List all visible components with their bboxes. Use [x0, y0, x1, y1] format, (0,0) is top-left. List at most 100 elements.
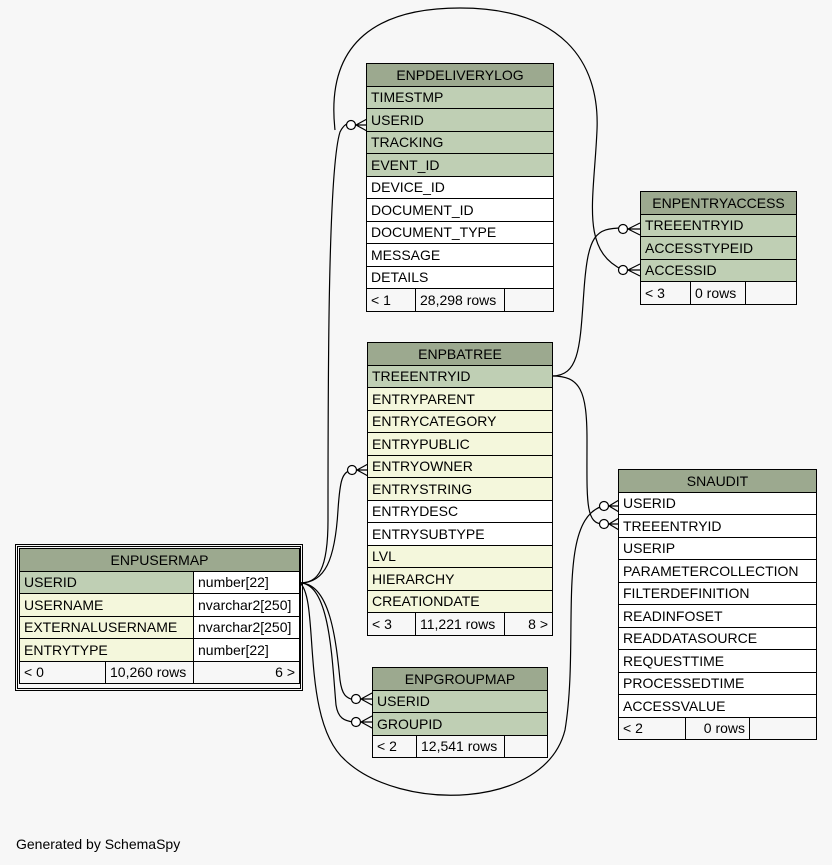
edge-usermap-groupmap-userid — [299, 582, 355, 701]
column-row[interactable]: ACCESSVALUE — [617, 694, 818, 718]
row-count: 0 rows — [685, 716, 750, 740]
edge-end-circle — [617, 264, 629, 276]
table-enpusermap[interactable]: ENPUSERMAP USERID number[22] USERNAME nv… — [18, 548, 301, 684]
column-name[interactable]: USERID — [19, 570, 194, 594]
child-count — [748, 716, 818, 740]
edge-usermap-batree-owner — [299, 469, 353, 584]
column-type: nvarchar2[250] — [192, 593, 301, 617]
column-row[interactable]: DOCUMENT_TYPE — [365, 220, 555, 244]
column-row[interactable]: PARAMETERCOLLECTION — [617, 559, 818, 583]
column-row[interactable]: MESSAGE — [365, 243, 555, 267]
crowfoot-mark — [356, 463, 369, 477]
parent-count: < 0 — [19, 660, 106, 684]
column-row[interactable]: USERID — [617, 491, 818, 515]
column-type: nvarchar2[250] — [192, 615, 301, 639]
column-row[interactable]: ENTRYPUBLIC — [366, 432, 554, 456]
table-snaudit[interactable]: SNAUDIT USERID TREEENTRYID USERIP PARAME… — [617, 469, 818, 740]
parent-count: < 3 — [640, 281, 691, 305]
edge-end-circle — [346, 464, 358, 476]
child-count — [504, 734, 548, 758]
column-row[interactable]: USERIP — [617, 536, 818, 560]
column-row[interactable]: ENTRYSUBTYPE — [366, 522, 554, 546]
column-row[interactable]: EVENT_ID — [365, 153, 555, 177]
table-enpgroupmap[interactable]: ENPGROUPMAP USERID GROUPID < 2 12,541 ro… — [372, 667, 548, 758]
edge-end-circle — [350, 693, 362, 705]
table-enpbatree[interactable]: ENPBATREE TREEENTRYID ENTRYPARENT ENTRYC… — [366, 342, 554, 636]
column-row[interactable]: USERID — [372, 689, 548, 713]
column-row[interactable]: ACCESSTYPEID — [639, 236, 798, 260]
crowfoot-mark — [360, 715, 373, 729]
edge-end-circle — [617, 223, 629, 235]
column-row[interactable]: TREEENTRYID — [639, 213, 798, 237]
generator-credit: Generated by SchemaSpy — [16, 836, 181, 852]
crowfoot-mark — [608, 517, 620, 531]
column-row[interactable]: ENTRYOWNER — [366, 454, 554, 478]
edge-end-circle — [598, 518, 610, 530]
column-name[interactable]: USERNAME — [19, 593, 194, 617]
edge-usermap-deliverylog — [299, 123, 351, 584]
child-count — [503, 288, 555, 312]
crowfoot-mark — [355, 118, 368, 132]
column-name[interactable]: EXTERNALUSERNAME — [19, 615, 194, 639]
crowfoot-mark — [627, 222, 641, 236]
table-title[interactable]: ENPGROUPMAP — [372, 667, 548, 691]
edge-end-circle — [350, 716, 362, 728]
column-row[interactable]: ENTRYSTRING — [366, 477, 554, 501]
row-count: 12,541 rows — [416, 734, 505, 758]
column-row[interactable]: TREEENTRYID — [617, 514, 818, 538]
table-title[interactable]: SNAUDIT — [617, 469, 818, 493]
crowfoot-mark — [608, 499, 620, 513]
column-row[interactable]: ENTRYCATEGORY — [366, 409, 554, 433]
edge-batree-entryaccess — [551, 227, 624, 377]
parent-count: < 1 — [366, 288, 416, 312]
row-count: 11,221 rows — [415, 612, 505, 636]
crowfoot-mark — [360, 692, 373, 706]
edge-end-circle — [598, 500, 610, 512]
column-row[interactable]: TRACKING — [365, 130, 555, 154]
column-row[interactable]: ENTRYDESC — [366, 499, 554, 523]
column-row[interactable]: DOCUMENT_ID — [365, 198, 555, 222]
edge-top-loop-entryaccess — [333, 7, 624, 271]
column-row[interactable]: READINFOSET — [617, 604, 818, 628]
column-row[interactable]: LVL — [366, 544, 554, 568]
edge-usermap-snaudit — [299, 505, 604, 796]
column-row[interactable]: READDATASOURCE — [617, 626, 818, 650]
table-title[interactable]: ENPDELIVERYLOG — [365, 63, 555, 87]
column-type: number[22] — [192, 570, 301, 594]
column-row[interactable]: ACCESSID — [639, 258, 798, 282]
column-row[interactable]: REQUESTTIME — [617, 649, 818, 673]
row-count: 10,260 rows — [105, 660, 194, 684]
column-row[interactable]: HIERARCHY — [366, 567, 554, 591]
column-type: number[22] — [192, 638, 301, 662]
column-row[interactable]: ENTRYPARENT — [366, 387, 554, 411]
focused-table-frame — [15, 544, 303, 691]
column-row[interactable]: GROUPID — [372, 712, 548, 736]
parent-count: < 2 — [618, 716, 686, 740]
column-row[interactable]: TIMESTMP — [365, 85, 555, 109]
column-row[interactable]: PROCESSEDTIME — [617, 671, 818, 695]
edge-batree-snaudit — [551, 375, 604, 525]
column-row[interactable]: USERID — [365, 108, 555, 132]
column-row[interactable]: DEVICE_ID — [365, 175, 555, 199]
row-count: 28,298 rows — [415, 288, 505, 312]
column-row[interactable]: FILTERDEFINITION — [617, 581, 818, 605]
parent-count: < 3 — [367, 612, 416, 636]
table-enpdeliverylog[interactable]: ENPDELIVERYLOG TIMESTMP USERID TRACKING … — [365, 63, 555, 312]
table-title[interactable]: ENPENTRYACCESS — [639, 191, 798, 215]
table-title[interactable]: ENPBATREE — [366, 342, 554, 366]
edge-usermap-groupmap-groupid — [299, 582, 355, 723]
parent-count: < 2 — [372, 734, 417, 758]
table-title[interactable]: ENPUSERMAP — [18, 548, 301, 572]
column-row[interactable]: TREEENTRYID — [366, 364, 554, 388]
crowfoot-mark — [627, 263, 641, 277]
edge-end-circle — [345, 119, 357, 131]
column-name[interactable]: ENTRYTYPE — [19, 638, 194, 662]
child-count: 6 > — [192, 660, 301, 684]
table-enpentryaccess[interactable]: ENPENTRYACCESS TREEENTRYID ACCESSTYPEID … — [639, 191, 798, 305]
row-count: 0 rows — [690, 281, 746, 305]
column-row[interactable]: DETAILS — [365, 265, 555, 289]
column-row[interactable]: CREATIONDATE — [366, 589, 554, 613]
child-count — [744, 281, 798, 305]
child-count: 8 > — [503, 612, 554, 636]
